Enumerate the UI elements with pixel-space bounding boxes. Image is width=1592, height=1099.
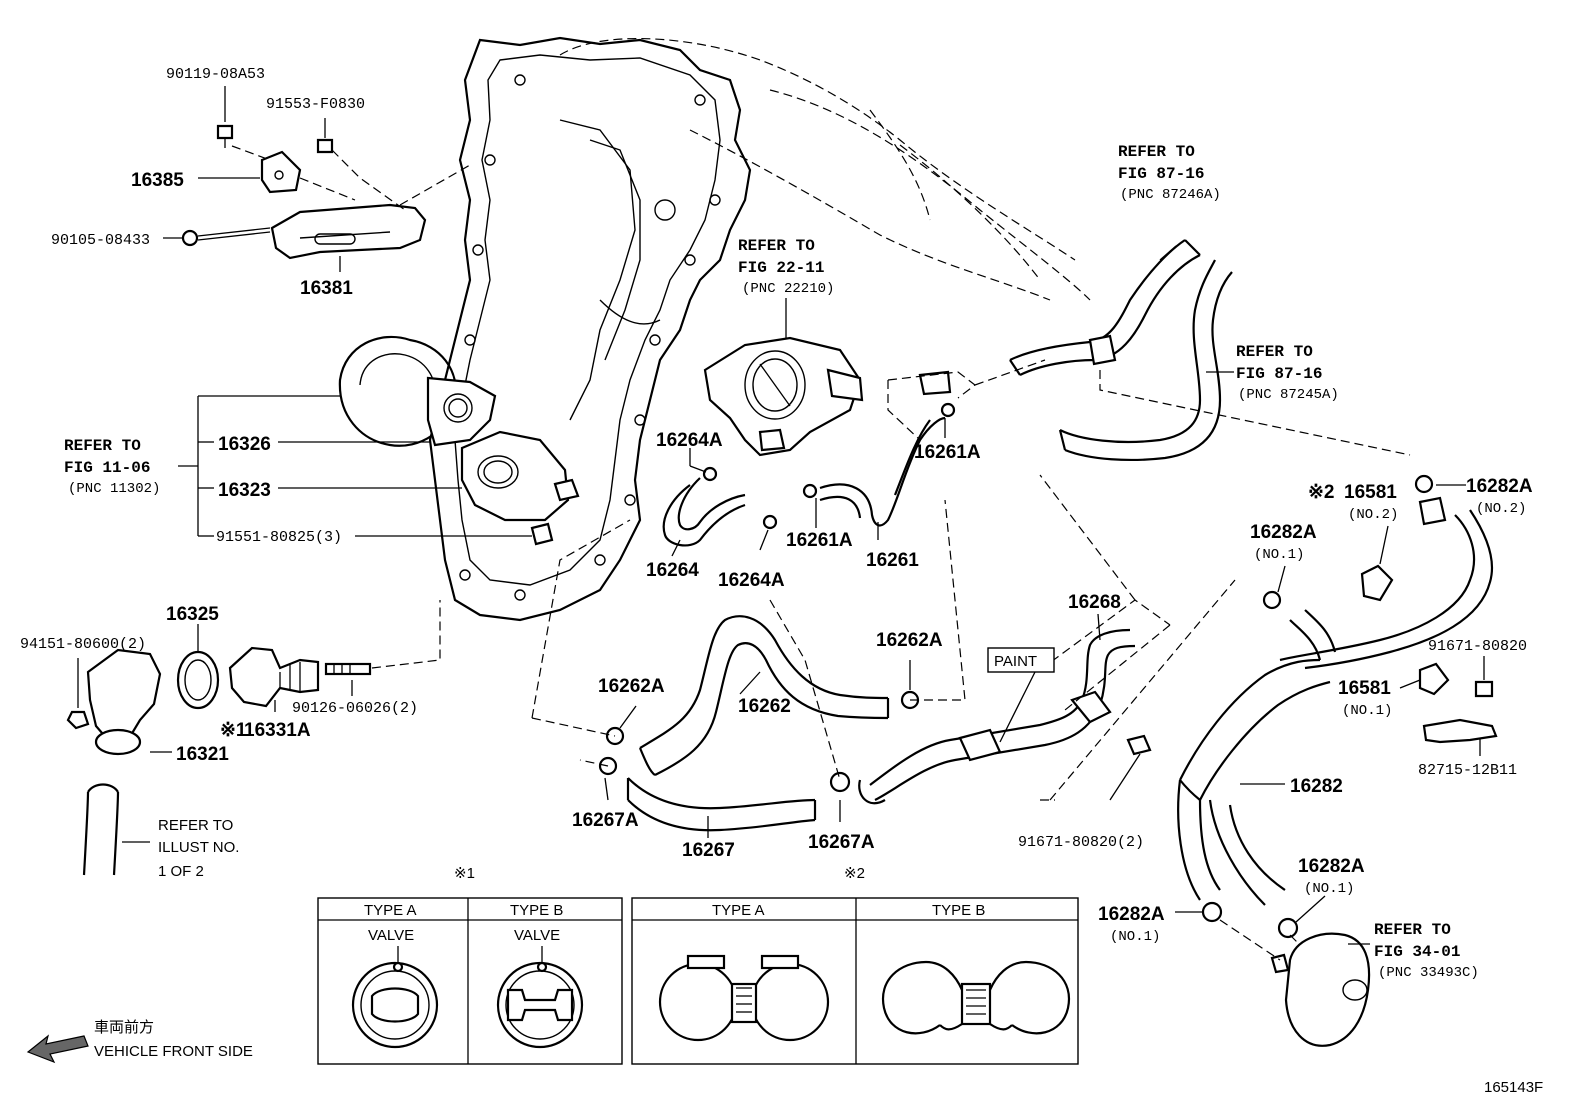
sub-16581-no1: (NO.1) xyxy=(1342,703,1392,719)
label-16326: 16326 xyxy=(218,434,271,455)
table-1-valve-a: VALVE xyxy=(368,927,414,944)
timing-cover-illustration xyxy=(338,36,1091,622)
label-16282a-no1-b2: 16282A xyxy=(1098,904,1165,925)
label-91671: 91671-80820 xyxy=(1428,638,1527,655)
label-90119: 90119-08A53 xyxy=(166,66,265,83)
sub-16282a-no1-top: (NO.1) xyxy=(1254,547,1304,563)
table-1-type-a: TYPE A xyxy=(364,902,417,919)
label-16267: 16267 xyxy=(682,840,735,861)
ref-2211-l2: FIG 22-11 xyxy=(738,259,824,277)
front-label-jp: 車両前方 xyxy=(94,1019,154,1036)
ref-illust-l2: ILLUST NO. xyxy=(158,839,239,856)
sub-16282a-no2: (NO.2) xyxy=(1476,501,1526,517)
label-82715: 82715-12B11 xyxy=(1418,762,1517,779)
ref-8716a-l2: FIG 87-16 xyxy=(1118,165,1204,183)
front-label-en: VEHICLE FRONT SIDE xyxy=(94,1043,253,1060)
label-16282: 16282 xyxy=(1290,776,1343,797)
table-1-valve-b: VALVE xyxy=(514,927,560,944)
mark-16581: ※2 xyxy=(1308,482,1335,503)
label-16282a-no2: 16282A xyxy=(1466,476,1533,497)
heater-hoses-lower xyxy=(531,474,1236,832)
throttle-group xyxy=(662,336,1046,547)
ref-8716b-l3: (PNC 87245A) xyxy=(1238,387,1339,403)
sub-16282a-no1-b2: (NO.1) xyxy=(1110,929,1160,945)
label-16331a: 16331A xyxy=(244,720,311,741)
ref-illust-l3: 1 OF 2 xyxy=(158,863,204,880)
part-labels: 90119-08A53 91553-F0830 16385 90105-0843… xyxy=(20,66,1533,945)
paint-label: PAINT xyxy=(994,653,1037,670)
refer-notes: REFER TO FIG 87-16 (PNC 87246A) REFER TO… xyxy=(64,143,1479,981)
label-16261a-2: 16261A xyxy=(914,442,981,463)
label-90126: 90126-06026(2) xyxy=(292,700,418,717)
label-16262: 16262 xyxy=(738,696,791,717)
table-2: ※2 TYPE A TYPE B xyxy=(631,865,1079,1065)
ref-8716b-l2: FIG 87-16 xyxy=(1236,365,1322,383)
label-16282a-no1-b1: 16282A xyxy=(1298,856,1365,877)
label-16267a-2: 16267A xyxy=(808,832,875,853)
heater-hoses-upper xyxy=(1009,239,1498,1047)
ref-2211-l3: (PNC 22210) xyxy=(742,281,834,297)
label-91551: 91551-80825(3) xyxy=(216,529,342,546)
sub-16282a-no1-b1: (NO.1) xyxy=(1304,881,1354,897)
sub-16581-no2: (NO.2) xyxy=(1348,507,1398,523)
label-90105: 90105-08433 xyxy=(51,232,150,249)
label-91553: 91553-F0830 xyxy=(266,96,365,113)
mark-16331a: ※1 xyxy=(220,720,247,741)
label-16323: 16323 xyxy=(218,480,271,501)
table-2-type-a: TYPE A xyxy=(712,902,765,919)
table-1: ※1 TYPE A TYPE B VALVE VALVE xyxy=(317,865,623,1065)
label-16261a-1: 16261A xyxy=(786,530,853,551)
ref-1106-l1: REFER TO xyxy=(64,437,141,455)
ref-1106-l2: FIG 11-06 xyxy=(64,459,150,477)
label-16264a-2: 16264A xyxy=(718,570,785,591)
ref-3401-l3: (PNC 33493C) xyxy=(1378,965,1479,981)
ref-8716b-l1: REFER TO xyxy=(1236,343,1313,361)
label-16267a-1: 16267A xyxy=(572,810,639,831)
label-16268: 16268 xyxy=(1068,592,1121,613)
label-16262a-1: 16262A xyxy=(598,676,665,697)
vehicle-front-indicator: 車両前方 VEHICLE FRONT SIDE xyxy=(26,1019,253,1064)
ref-2211-l1: REFER TO xyxy=(738,237,815,255)
figure-id: 165143F xyxy=(1484,1079,1543,1096)
ref-8716a-l1: REFER TO xyxy=(1118,143,1195,161)
thermostat-group xyxy=(66,376,580,876)
label-91671-2: 91671-80820(2) xyxy=(1018,834,1144,851)
ref-8716a-l3: (PNC 87246A) xyxy=(1120,187,1221,203)
label-16262a-2: 16262A xyxy=(876,630,943,651)
table-2-type-b: TYPE B xyxy=(932,902,985,919)
table-1-mark: ※1 xyxy=(454,865,475,882)
label-16264: 16264 xyxy=(646,560,699,581)
label-16581-no1: 16581 xyxy=(1338,678,1391,699)
bracket-group xyxy=(181,86,471,260)
label-16264a-1: 16264A xyxy=(656,430,723,451)
label-16282a-no1-top: 16282A xyxy=(1250,522,1317,543)
ref-3401-l1: REFER TO xyxy=(1374,921,1451,939)
label-16381: 16381 xyxy=(300,278,353,299)
label-16581-no2: 16581 xyxy=(1344,482,1397,503)
front-arrow-icon xyxy=(26,1034,89,1064)
table-2-mark: ※2 xyxy=(844,865,865,882)
table-1-type-b: TYPE B xyxy=(510,902,563,919)
label-16325: 16325 xyxy=(166,604,219,625)
ref-1106-l3: (PNC 11302) xyxy=(68,481,160,497)
leader-lines xyxy=(122,177,1485,945)
label-16261: 16261 xyxy=(866,550,919,571)
paint-box xyxy=(987,647,1055,673)
ref-illust-l1: REFER TO xyxy=(158,817,233,834)
label-16321: 16321 xyxy=(176,744,229,765)
label-16385: 16385 xyxy=(131,170,184,191)
ref-3401-l2: FIG 34-01 xyxy=(1374,943,1460,961)
label-94151: 94151-80600(2) xyxy=(20,636,146,653)
